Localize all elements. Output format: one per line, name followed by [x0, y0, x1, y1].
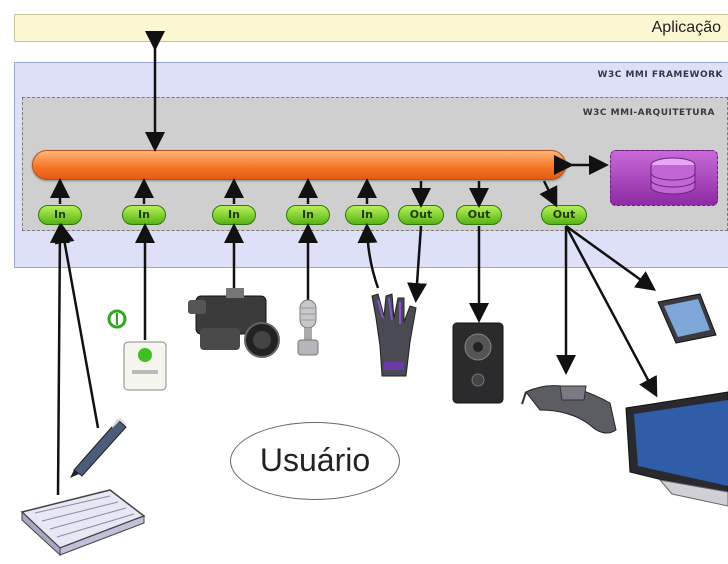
vr-glasses-icon: [521, 385, 617, 434]
phone-icon: [107, 309, 167, 391]
framework-label: W3C MMI FRAMEWORK: [597, 70, 723, 80]
output-pill: Out: [456, 205, 502, 225]
data-glove-icon: [371, 293, 417, 377]
speaker-icon: [452, 322, 504, 404]
database-icon: [610, 150, 718, 206]
output-pill: Out: [541, 205, 587, 225]
architecture-label: W3C MMI-ARQUITETURA: [582, 108, 715, 118]
pen-icon: [70, 417, 127, 478]
keyboard-icon: [20, 489, 146, 557]
monitor-icon: [625, 391, 728, 507]
application-label: Aplicação: [651, 19, 721, 36]
user-label: Usuário: [230, 422, 400, 500]
smartphone-icon: [657, 293, 717, 344]
application-bar: Aplicação: [14, 14, 728, 42]
microphone-icon: [297, 299, 319, 356]
video-camera-icon: [188, 288, 280, 358]
interaction-manager-bus: [32, 150, 566, 180]
